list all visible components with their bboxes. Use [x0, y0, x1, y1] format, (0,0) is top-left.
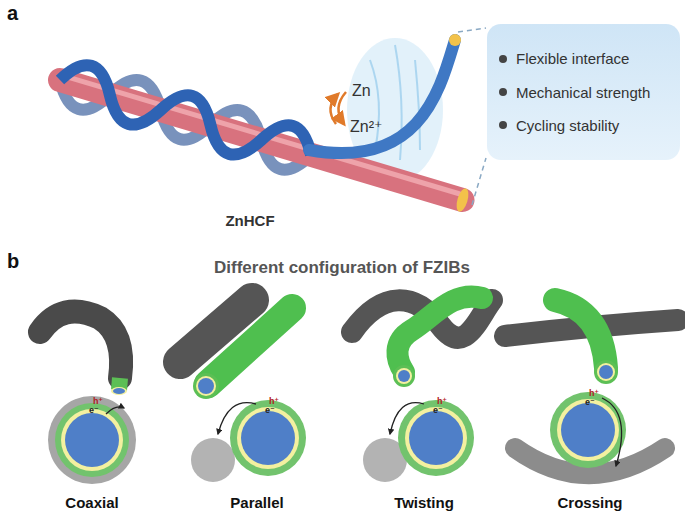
feature-text: Flexible interface [516, 50, 629, 67]
twisting-section [363, 400, 474, 482]
crossing-fiber [505, 300, 678, 384]
feature-box: Flexible interfaceMechanical strengthCyc… [487, 24, 680, 160]
charge-label: h⁺ [269, 396, 279, 406]
charge-label: e⁻ [585, 397, 595, 407]
species-label: Zn²⁺ [350, 118, 382, 136]
parallel-section-part [230, 400, 306, 476]
crossing-section [515, 392, 665, 474]
feature-text: Mechanical strength [516, 84, 650, 101]
parallel-fiber-part [208, 308, 292, 384]
charge-label: h⁺ [589, 388, 599, 398]
panel-letter: b [7, 250, 19, 273]
coaxial-section-part [65, 413, 119, 467]
fiber-illustration [54, 34, 474, 223]
parallel-fiber-part [193, 373, 219, 399]
feature-text: Cycling stability [516, 117, 619, 134]
coaxial-section-part [48, 396, 136, 484]
fiber-illustration-part [338, 92, 346, 124]
twisting-fiber-part [393, 365, 415, 387]
twisting-section-part [390, 403, 424, 434]
coaxial-section-part [61, 409, 123, 471]
bullet-dot [499, 88, 507, 96]
parallel-section-part [241, 411, 295, 465]
crossing-fiber-part [555, 300, 606, 368]
parallel-fiber [180, 300, 292, 399]
parallel-fiber-part [198, 378, 214, 394]
bullet-row: Flexible interface [499, 50, 668, 67]
fiber-illustration-part [309, 40, 455, 153]
fiber-illustration-part [330, 94, 338, 124]
twisting-section-part [409, 411, 463, 465]
configuration-label: Twisting [394, 494, 454, 511]
parallel-section [191, 400, 306, 482]
configuration-label: Coaxial [65, 494, 118, 511]
crossing-fiber-part [599, 365, 613, 379]
coaxial-fiber-part [111, 387, 127, 395]
charge-label: h⁺ [437, 396, 447, 406]
species-label: Zn [352, 82, 371, 100]
coaxial-fiber-part [40, 312, 121, 378]
fiber-illustration-part [454, 187, 470, 213]
bullet-dot [499, 55, 507, 63]
material-label: ZnHCF [225, 212, 274, 229]
twisting-fiber-part [398, 370, 410, 382]
coaxial-fiber-part [113, 388, 125, 394]
crossing-fiber-part [594, 360, 618, 384]
twisting-section-part [405, 407, 467, 469]
crossing-fiber-part [597, 363, 615, 381]
twisting-fiber-part [396, 368, 412, 384]
coaxial-section-part [55, 403, 129, 477]
fiber-illustration-part [449, 34, 461, 46]
parallel-section-part [218, 403, 256, 434]
configuration-label: Parallel [230, 494, 283, 511]
crossing-section-part [550, 392, 626, 468]
leader-lines [458, 28, 486, 205]
parallel-fiber-part [196, 376, 216, 396]
bullet-row: Mechanical strength [499, 84, 668, 101]
panel-letter: a [7, 2, 18, 25]
leader-lines-part [458, 28, 486, 32]
charge-label: h⁺ [93, 396, 103, 406]
parallel-section-part [237, 407, 299, 469]
twisting-fiber-part [397, 297, 482, 372]
charge-label: e⁻ [433, 405, 443, 415]
charge-label: e⁻ [265, 405, 275, 415]
fiber-illustration-part [54, 58, 318, 176]
configuration-label: Crossing [557, 494, 622, 511]
coaxial-section [48, 396, 136, 484]
crossing-section-part [602, 398, 622, 466]
parallel-section-part [191, 438, 235, 482]
leader-lines-part [472, 158, 486, 205]
charge-label: e⁻ [89, 405, 99, 415]
panel-title: Different configuration of FZIBs [214, 258, 470, 278]
twisting-fiber [352, 297, 492, 387]
coaxial-section-part [106, 407, 124, 414]
coaxial-fiber [40, 312, 127, 395]
crossing-section-part [561, 403, 615, 457]
crossing-section-part [557, 399, 619, 461]
bullet-dot [499, 121, 507, 129]
twisting-section-part [398, 400, 474, 476]
bullet-row: Cycling stability [499, 117, 668, 134]
